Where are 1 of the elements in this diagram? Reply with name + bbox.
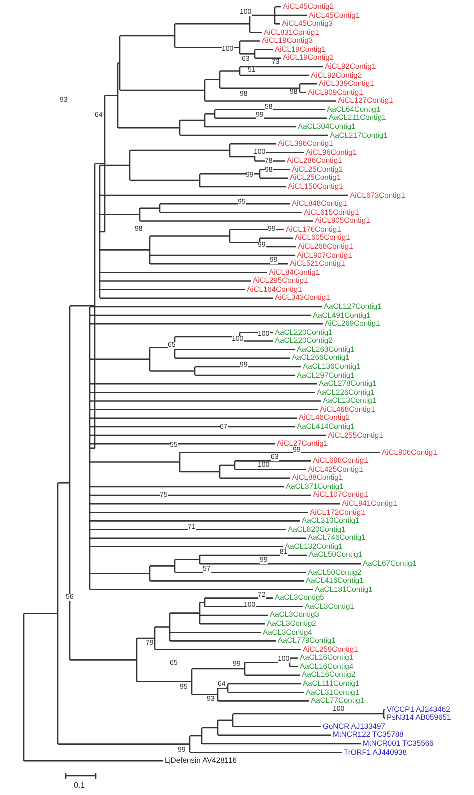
- scale-label: 0.1: [74, 782, 86, 790]
